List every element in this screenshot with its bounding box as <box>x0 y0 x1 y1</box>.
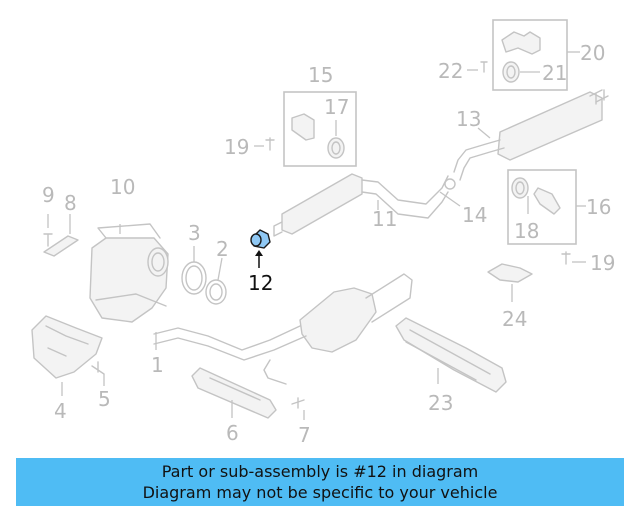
callout-2: 2 <box>216 237 229 261</box>
callout-5: 5 <box>98 387 111 411</box>
parts-8-9-10-hardware <box>43 214 79 257</box>
callout-20: 20 <box>580 41 605 65</box>
part-13-rear-muffler <box>453 89 609 181</box>
parts-5-7-bolts <box>91 361 305 420</box>
part-6-heat-shield <box>191 367 277 419</box>
callout-19-left: 19 <box>224 135 249 159</box>
callout-8: 8 <box>64 191 77 215</box>
callout-labels: 1 2 3 4 5 6 7 8 9 10 11 12 13 14 15 16 1… <box>42 41 615 447</box>
callout-4: 4 <box>54 399 67 423</box>
banner-line-disclaimer: Diagram may not be specific to your vehi… <box>142 483 498 502</box>
callout-24: 24 <box>502 307 527 331</box>
exhaust-system-diagram: 1 2 3 4 5 6 7 8 9 10 11 12 13 14 15 16 1… <box>31 19 615 447</box>
part-24-bracket <box>487 263 533 302</box>
banner-line-part: Part or sub-assembly is #12 in diagram <box>161 462 479 481</box>
callout-23: 23 <box>428 391 453 415</box>
callout-6: 6 <box>226 421 239 445</box>
callout-16: 16 <box>586 195 611 219</box>
callout-19-right: 19 <box>590 251 615 275</box>
part-4-heat-shield <box>31 315 103 396</box>
callout-17: 17 <box>324 95 349 119</box>
callout-11: 11 <box>372 207 397 231</box>
part-12-clamp-highlighted <box>250 229 271 268</box>
callout-21: 21 <box>542 61 567 85</box>
callout-10: 10 <box>110 175 135 199</box>
callout-1: 1 <box>151 353 164 377</box>
part-15-hanger-assembly <box>254 91 357 167</box>
part-info-banner: Part or sub-assembly is #12 in diagram D… <box>16 458 624 506</box>
part-20-hanger-assembly <box>467 19 580 91</box>
callout-22: 22 <box>438 59 463 83</box>
callout-18: 18 <box>514 219 539 243</box>
callout-14: 14 <box>462 203 487 227</box>
callout-13: 13 <box>456 107 481 131</box>
part-2-3-gaskets <box>181 246 227 305</box>
part-1-front-pipe-catalyst <box>153 273 413 385</box>
front-catalytic-converter <box>89 223 169 323</box>
callout-12: 12 <box>248 271 273 295</box>
part-16-hanger-assembly <box>507 169 586 265</box>
callout-9: 9 <box>42 183 55 207</box>
part-11-intermediate-pipe <box>273 173 461 237</box>
callout-15: 15 <box>308 63 333 87</box>
callout-3: 3 <box>188 221 201 245</box>
callout-7: 7 <box>298 423 311 447</box>
part-23-heat-shield <box>395 317 507 393</box>
